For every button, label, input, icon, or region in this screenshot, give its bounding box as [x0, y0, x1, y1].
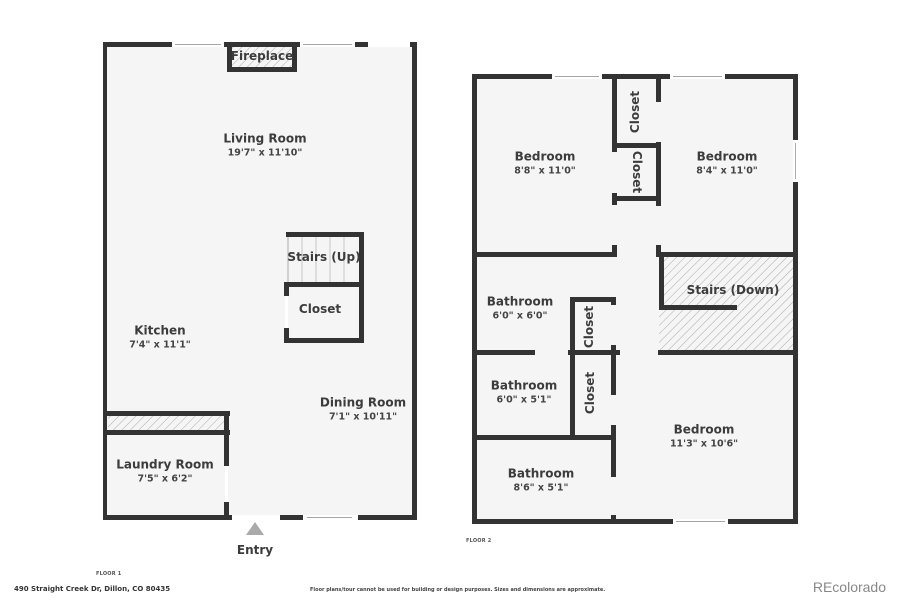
floor-1-plan: [103, 42, 417, 535]
room-closet-top: Closet: [628, 90, 643, 134]
room-dimensions: 6'0" x 6'0": [492, 310, 548, 322]
room-dimensions: 11'3" x 10'6": [669, 438, 739, 450]
floor-1-label: FLOOR 1: [96, 571, 122, 577]
room-bathroom-1: Bathroom 6'0" x 6'0": [486, 294, 554, 323]
room-name: Closet: [628, 90, 643, 134]
room-dimensions: 19'7" x 11'10": [227, 147, 303, 159]
room-dimensions: 8'4" x 11'0": [696, 165, 758, 177]
disclaimer-text: Floor plans/tour cannot be used for buil…: [310, 587, 606, 593]
entry-arrow-icon: [246, 522, 264, 535]
room-bedroom-se: Bedroom 11'3" x 10'6": [669, 422, 739, 451]
room-dimensions: 8'6" x 5'1": [513, 482, 569, 494]
room-name: Bathroom: [490, 378, 558, 393]
room-name: Bathroom: [507, 466, 575, 481]
room-fireplace: Fireplace: [230, 49, 294, 64]
room-kitchen: Kitchen 7'4" x 11'1": [129, 323, 191, 352]
floor-2-plan: [472, 74, 798, 524]
entry-label: Entry: [236, 543, 274, 557]
room-closet: Closet: [298, 302, 342, 317]
room-stairs-up: Stairs (Up): [287, 250, 361, 265]
room-stairs-down: Stairs (Down): [686, 283, 780, 298]
floor-2-label: FLOOR 2: [466, 538, 492, 544]
brand-logo: REcolorado: [812, 579, 886, 595]
room-name: Stairs (Down): [686, 283, 780, 298]
room-name: Dining Room: [319, 395, 407, 410]
room-name: Fireplace: [230, 49, 294, 64]
property-address: 490 Straight Creek Dr, Dillon, CO 80435: [14, 585, 171, 593]
room-name: Closet: [583, 371, 598, 415]
room-dimensions: 8'8" x 11'0": [514, 165, 576, 177]
room-closet-lower: Closet: [583, 371, 598, 415]
room-closet-hall: Closet: [582, 305, 597, 349]
room-laundry-room: Laundry Room 7'5" x 6'2": [116, 457, 214, 486]
room-dimensions: 7'1" x 10'11": [328, 411, 398, 423]
room-dining-room: Dining Room 7'1" x 10'11": [319, 395, 407, 424]
room-name: Bedroom: [514, 149, 576, 164]
room-name: Bedroom: [673, 422, 735, 437]
room-bedroom-ne: Bedroom 8'4" x 11'0": [696, 149, 758, 178]
room-name: Bathroom: [486, 294, 554, 309]
room-name: Closet: [298, 302, 342, 317]
room-name: Closet: [629, 150, 644, 194]
room-dimensions: 6'0" x 5'1": [496, 394, 552, 406]
room-name: Kitchen: [134, 323, 186, 338]
room-bathroom-2: Bathroom 6'0" x 5'1": [490, 378, 558, 407]
room-name: Bedroom: [696, 149, 758, 164]
room-dimensions: 7'4" x 11'1": [129, 339, 191, 351]
room-bedroom-nw: Bedroom 8'8" x 11'0": [514, 149, 576, 178]
room-dimensions: 7'5" x 6'2": [137, 473, 193, 485]
room-name: Stairs (Up): [287, 250, 361, 265]
room-closet-mid: Closet: [629, 150, 644, 194]
room-bathroom-3: Bathroom 8'6" x 5'1": [507, 466, 575, 495]
room-name: Living Room: [223, 131, 307, 146]
room-name: Closet: [582, 305, 597, 349]
room-name: Laundry Room: [116, 457, 214, 472]
room-living-room: Living Room 19'7" x 11'10": [223, 131, 307, 160]
